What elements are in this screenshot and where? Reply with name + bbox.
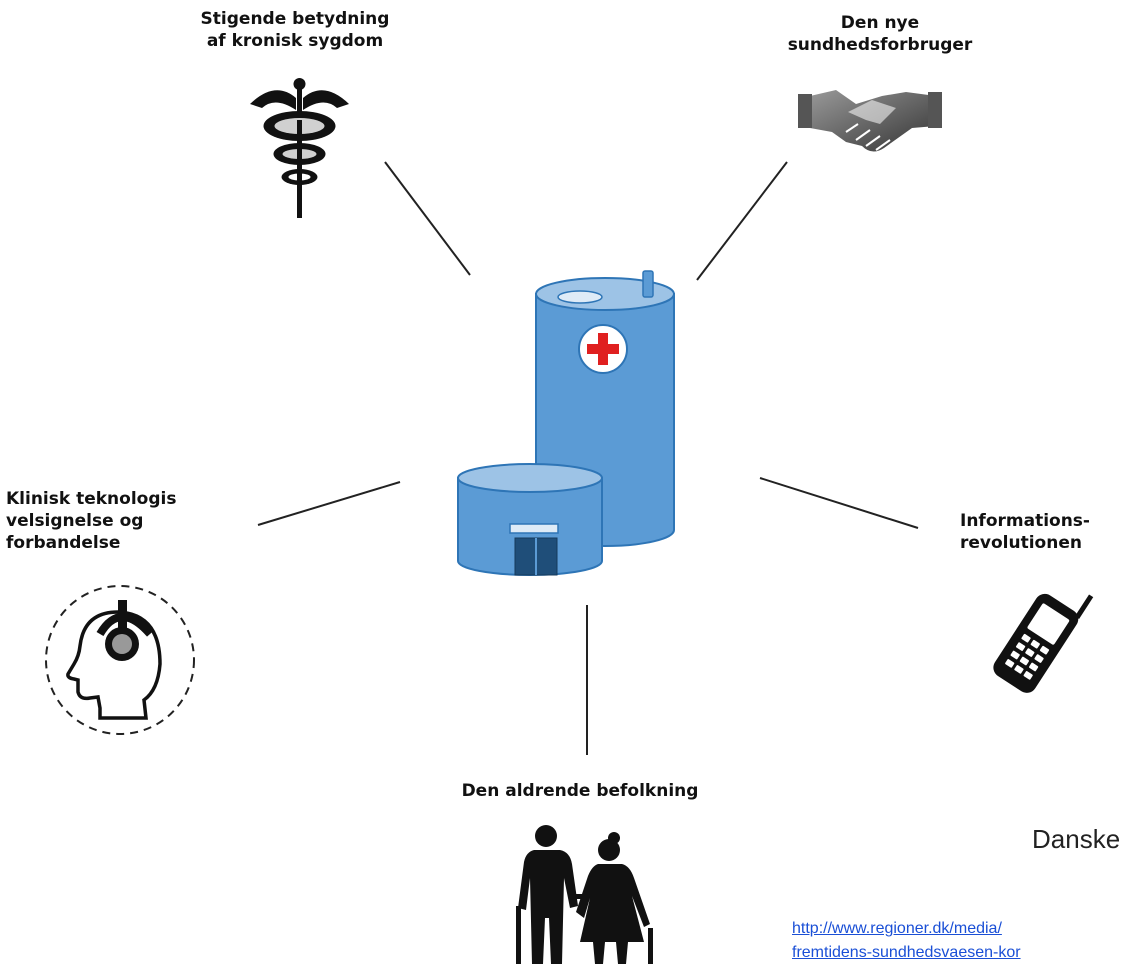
red-cross-icon bbox=[578, 324, 628, 374]
source-name: Danske bbox=[1032, 824, 1121, 854]
label-information-revolution: Informations- revolutionen bbox=[960, 510, 1140, 554]
label-line: af kronisk sygdom bbox=[206, 31, 384, 51]
label-line: velsignelse og bbox=[6, 511, 144, 531]
handshake-icon bbox=[798, 90, 942, 152]
label-line: Klinisk teknologis bbox=[6, 489, 177, 509]
connector-lines bbox=[257, 161, 919, 755]
label-line: Den nye bbox=[840, 13, 920, 33]
label-line: forbandelse bbox=[6, 533, 121, 553]
hospital-building-icon bbox=[457, 270, 675, 576]
mobile-phone-icon bbox=[993, 593, 1094, 693]
connector-tech bbox=[257, 481, 401, 526]
caduceus-icon bbox=[250, 78, 349, 218]
connector-info bbox=[759, 477, 919, 529]
label-line: Den aldrende befolkning bbox=[461, 781, 699, 801]
label-line: sundhedsforbruger bbox=[787, 35, 973, 55]
head-with-headphones-icon bbox=[45, 585, 195, 735]
source-link[interactable]: http://www.regioner.dk/media/ bbox=[792, 920, 1002, 937]
label-health-consumer: Den nye sundhedsforbruger bbox=[780, 12, 980, 56]
label-clinical-tech: Klinisk teknologis velsignelse og forban… bbox=[6, 488, 246, 554]
connector-consumer bbox=[696, 161, 788, 281]
elderly-couple-icon bbox=[516, 825, 653, 964]
door-icon bbox=[514, 537, 558, 576]
label-chronic-disease: Stigende betydning af kronisk sygdom bbox=[160, 8, 430, 52]
source-link[interactable]: fremtidens-sundhedsvaesen-kor bbox=[792, 944, 1021, 961]
label-aging-population: Den aldrende befolkning bbox=[400, 780, 760, 802]
label-line: Informations- bbox=[960, 511, 1090, 531]
label-line: Stigende betydning bbox=[200, 9, 390, 29]
connector-chronic bbox=[384, 161, 471, 276]
label-line: revolutionen bbox=[960, 533, 1082, 553]
